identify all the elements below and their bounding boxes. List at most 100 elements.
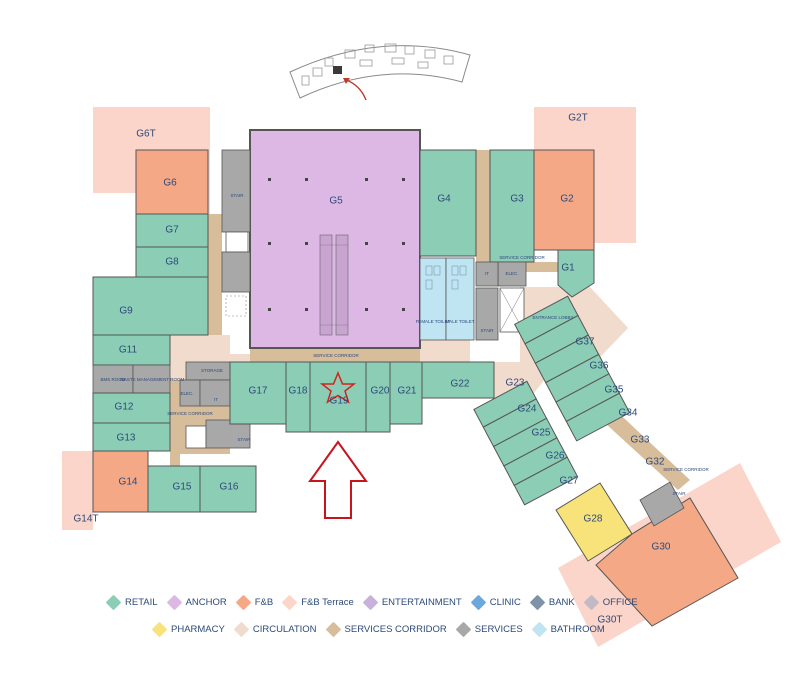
legend-item-fnb: F&B <box>235 594 273 610</box>
unit-g15[interactable] <box>147 465 201 513</box>
stair-room-2 <box>475 287 499 341</box>
unit-g2[interactable] <box>533 149 595 251</box>
label-female-toilet: FEMALE TOILET <box>416 319 451 324</box>
label-service-corridor-wing: SERVICE CORRIDOR <box>663 467 709 472</box>
unit-g27[interactable] <box>513 456 579 506</box>
unit-label-g13: G13 <box>117 433 136 444</box>
unit-g17[interactable] <box>229 361 287 425</box>
legend-label-circulation: CIRCULATION <box>252 623 317 635</box>
unit-g8[interactable] <box>135 246 209 278</box>
legend-swatch-bathroom <box>531 621 547 637</box>
legend-swatch-pharmacy <box>151 621 168 637</box>
unit-label-g5: G5 <box>329 196 343 207</box>
unit-g18[interactable] <box>285 361 311 433</box>
unit-label-g6: G6 <box>163 178 177 189</box>
unit-g32[interactable] <box>565 392 631 442</box>
elec-room-2 <box>497 261 527 287</box>
legend-label-bathroom: BATHROOM <box>550 623 605 635</box>
main-corridor <box>170 300 628 466</box>
unit-label-g14t: G14T <box>73 514 98 525</box>
legend-item-pharmacy: PHARMACY <box>151 621 225 637</box>
legend-row-1: RETAIL ANCHOR F&B F&B Terrace ENTERTAINM… <box>105 593 668 611</box>
legend-item-bathroom: BATHROOM <box>531 621 605 637</box>
unit-label-g12: G12 <box>115 402 134 413</box>
unit-label-g20: G20 <box>371 386 390 397</box>
unit-label-g1: G1 <box>561 263 575 274</box>
unit-g21[interactable] <box>389 361 423 425</box>
legend-label-pharmacy: PHARMACY <box>171 623 225 635</box>
legend-row-2: PHARMACY CIRCULATION SERVICES CORRIDOR S… <box>108 620 668 638</box>
unit-g3[interactable] <box>489 149 535 263</box>
legend-item-services: SERVICES <box>455 621 523 637</box>
unit-label-g8: G8 <box>165 257 179 268</box>
unit-g7[interactable] <box>135 213 209 248</box>
label-stair-4: STAIR <box>673 491 687 496</box>
legend-swatch-anchor <box>166 594 182 610</box>
label-elec-1: ELEC. <box>180 391 193 396</box>
unit-label-g9: G9 <box>119 306 133 317</box>
unit-label-g19: G19 <box>330 396 349 407</box>
unit-label-g2: G2 <box>560 194 574 205</box>
legend-item-retail: RETAIL <box>105 594 158 610</box>
unit-label-g14: G14 <box>119 477 138 488</box>
legend-item-clinic: CLINIC <box>470 594 521 610</box>
unit-g16[interactable] <box>199 465 257 513</box>
unit-label-g30t: G30T <box>597 615 622 626</box>
label-elec-2: ELEC. <box>505 271 518 276</box>
label-stair-1: STAIR <box>231 193 245 198</box>
legend-swatch-circulation <box>233 621 250 637</box>
unit-label-g4: G4 <box>437 194 451 205</box>
legend-item-circulation: CIRCULATION <box>233 621 317 637</box>
label-stair-2: STAIR <box>481 328 495 333</box>
unit-g1[interactable] <box>557 249 595 298</box>
unit-label-g23: G23 <box>506 378 525 389</box>
legend-item-services-corridor: SERVICES CORRIDOR <box>325 621 447 637</box>
unit-label-g6t: G6T <box>136 129 155 140</box>
legend-swatch-entertainment <box>362 594 379 610</box>
unit-label-g36: G36 <box>590 361 609 372</box>
unit-g5[interactable] <box>249 129 421 349</box>
key-plan <box>289 43 471 101</box>
unit-g4[interactable] <box>419 149 477 257</box>
current-building-marker <box>333 66 342 74</box>
unit-label-g33: G33 <box>631 435 650 446</box>
unit-g9[interactable] <box>92 276 209 336</box>
unit-label-g26: G26 <box>546 451 565 462</box>
legend-swatch-office <box>583 594 600 610</box>
unit-label-g34: G34 <box>619 408 638 419</box>
legend-swatch-retail <box>105 594 122 610</box>
legend-label-clinic: CLINIC <box>489 596 521 608</box>
unit-g14t[interactable] <box>62 451 93 530</box>
legend-label-anchor: ANCHOR <box>185 596 227 608</box>
label-it-1: IT <box>214 397 218 402</box>
legend-item-office: OFFICE <box>583 594 638 610</box>
unit-g14[interactable] <box>92 450 149 513</box>
label-service-corridor-main: SERVICE CORRIDOR <box>313 353 359 358</box>
label-service-corridor-right: SERVICE CORRIDOR <box>499 255 545 260</box>
label-service-corridor-left: SERVICE CORRIDOR <box>167 411 213 416</box>
unit-label-g27: G27 <box>560 476 579 487</box>
unit-label-g25: G25 <box>532 428 551 439</box>
unit-label-g11: G11 <box>119 345 138 356</box>
it-room-2 <box>475 261 499 287</box>
unit-label-g22: G22 <box>451 379 470 390</box>
unit-g12[interactable] <box>92 392 171 424</box>
stair-room-3 <box>205 419 251 449</box>
unit-g6[interactable] <box>135 149 209 215</box>
stair-room-1b <box>221 251 251 293</box>
unit-g20[interactable] <box>365 361 391 433</box>
unit-label-g18: G18 <box>289 386 308 397</box>
legend-swatch-services-corridor <box>325 621 341 637</box>
legend-label-retail: RETAIL <box>125 596 158 608</box>
service-corridor-left-vertical <box>208 214 222 335</box>
unit-g22[interactable] <box>421 361 495 399</box>
unit-label-g2t: G2T <box>568 113 587 124</box>
label-entrance-lobby: ENTRANCE LOBBY <box>532 315 573 320</box>
lift-1 <box>225 231 249 253</box>
unit-label-g30: G30 <box>652 542 671 553</box>
female-toilet-room <box>419 257 447 341</box>
unit-label-g32: G32 <box>646 457 665 468</box>
services-dashed <box>225 295 247 317</box>
unit-g11[interactable] <box>92 334 171 366</box>
